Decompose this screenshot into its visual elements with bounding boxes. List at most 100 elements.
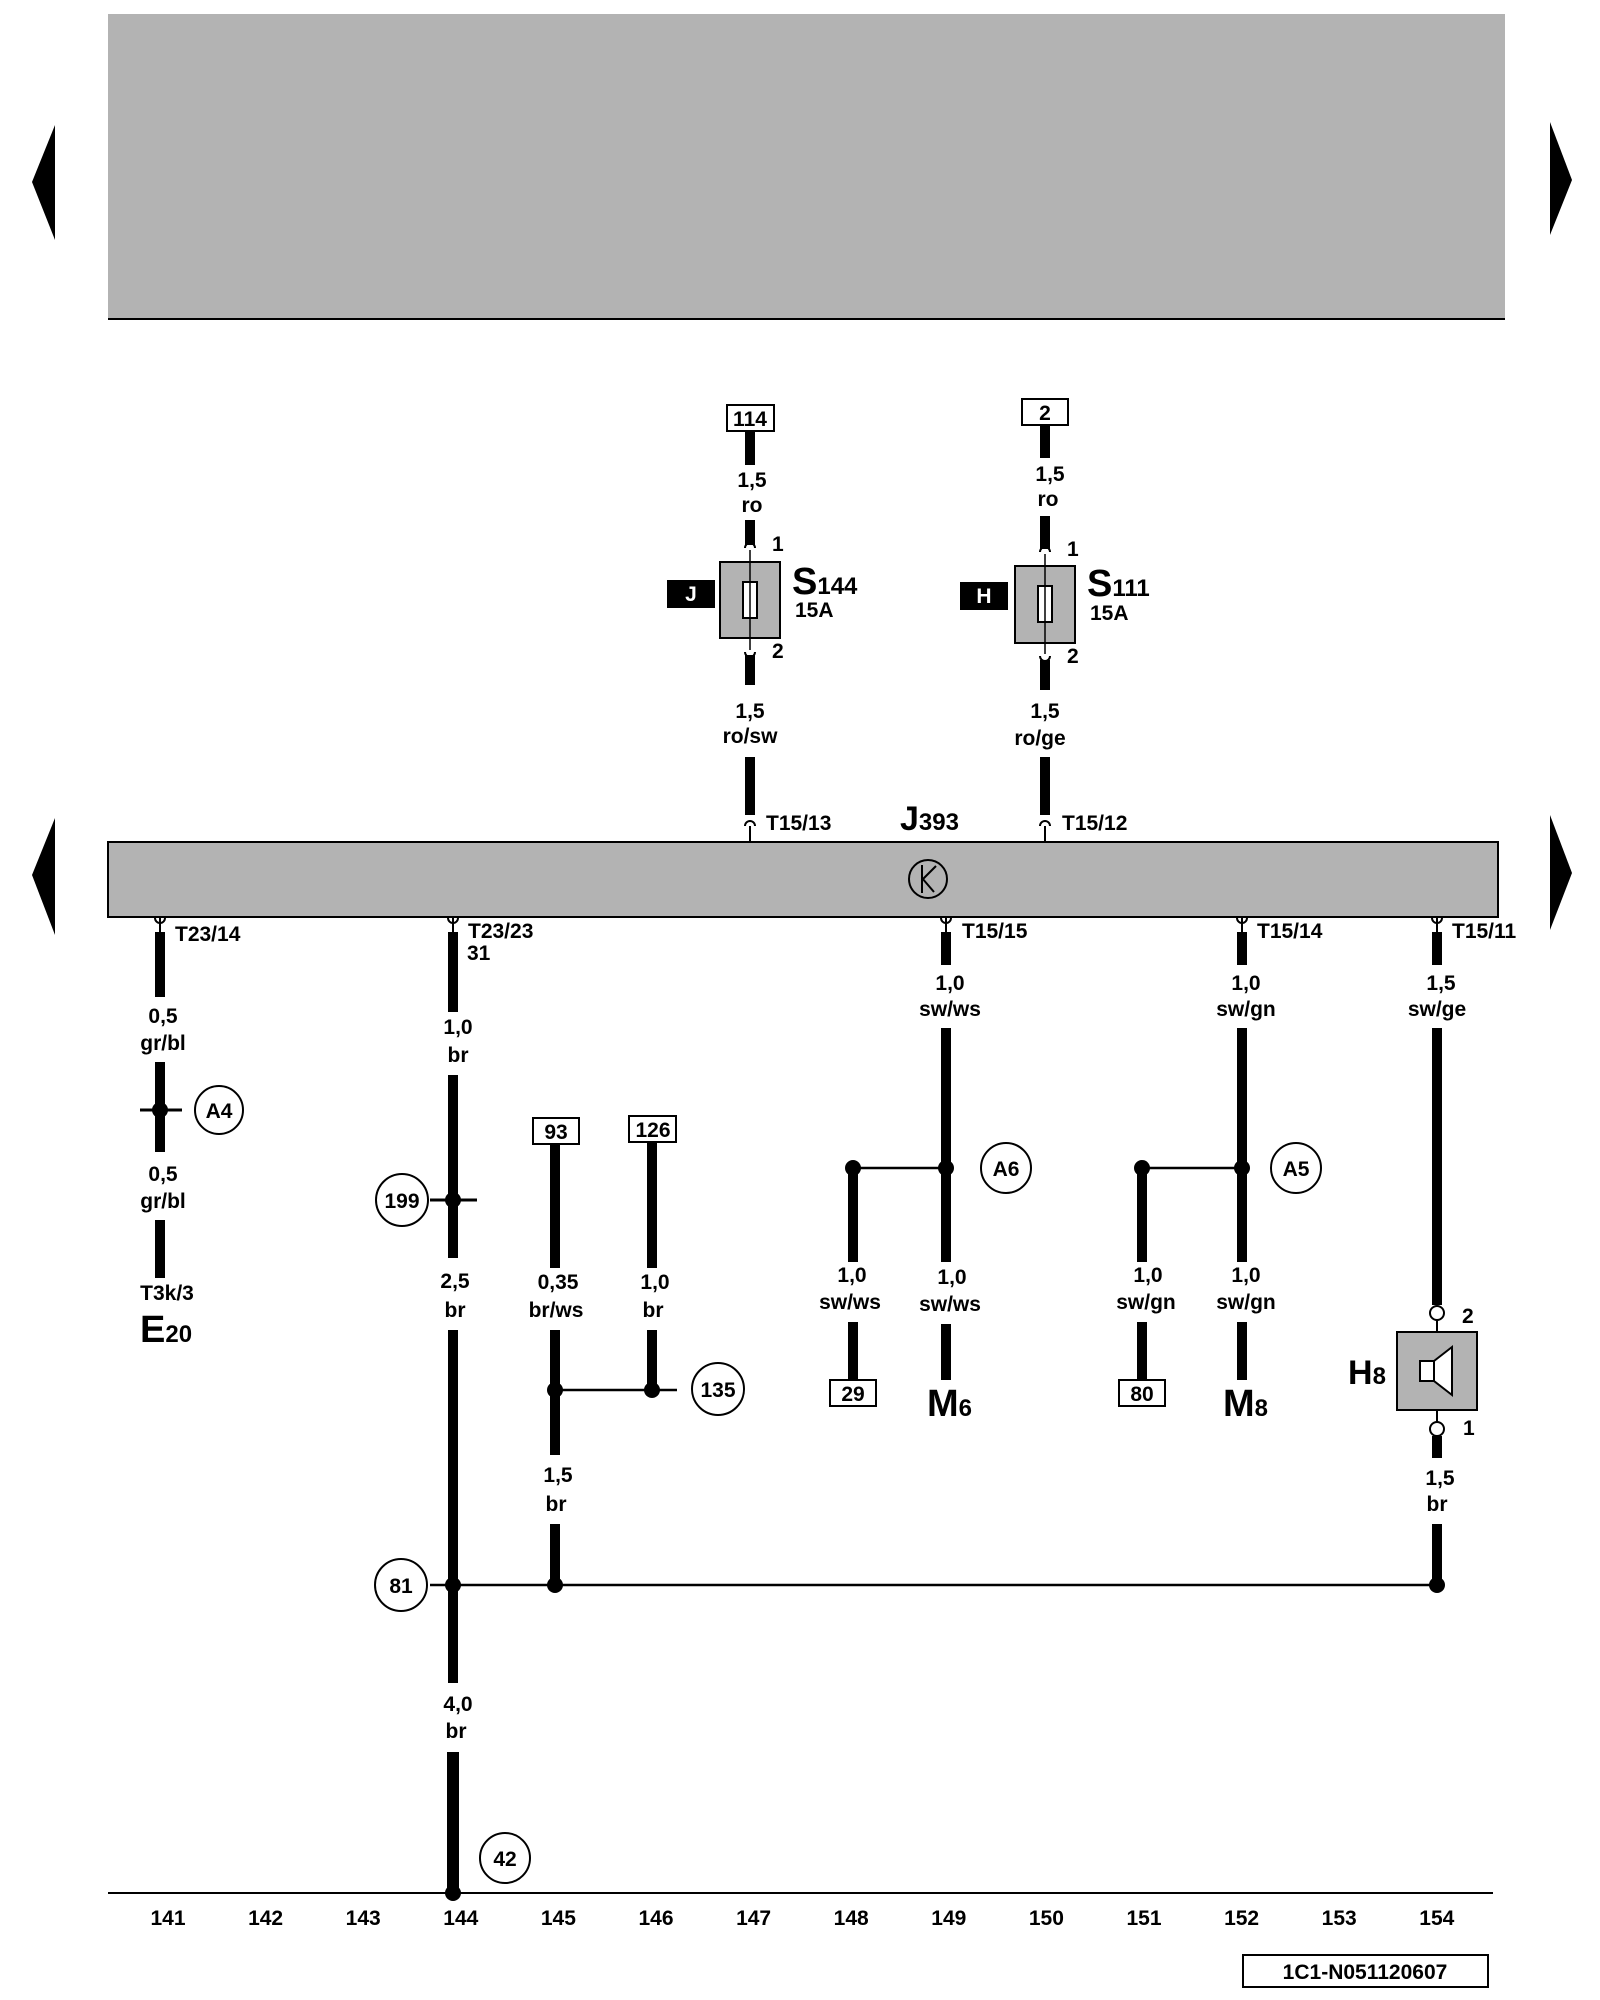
pin-label: 2 [1067,645,1079,668]
wire-size: 2,5 [440,1270,470,1293]
ref-box [1021,398,1069,426]
wire-size: 1,5 [737,469,767,492]
pin-label: 1 [1463,1417,1475,1440]
wire-color: ro [742,494,763,517]
pin-label: 1 [1067,538,1079,561]
wire-size: 1,0 [1231,1264,1260,1287]
clock-icon [908,859,948,899]
triangle-right-icon[interactable] [1550,122,1572,235]
control-unit-name: J393 [900,800,959,838]
grid-number: 145 [541,1907,576,1930]
page-code-box [1242,1954,1489,1988]
circle-label: A4 [206,1100,233,1123]
circle-ref [375,1173,429,1227]
wire-color: br/ws [529,1299,584,1322]
grid-number: 147 [736,1907,771,1930]
fuse-rating: 15A [1090,602,1129,625]
grid-number: 143 [346,1907,381,1930]
terminal-open [1429,1421,1445,1437]
circle-ref [194,1085,244,1135]
junction-dot [1234,1160,1250,1176]
grid-number: 149 [931,1907,966,1930]
wire-size: 1,0 [937,1266,966,1289]
wire-size: 1,5 [543,1464,573,1487]
grid-number: 144 [443,1907,478,1930]
page-code: 1C1-N051120607 [1283,1961,1448,1984]
grid-number: 151 [1126,1907,1161,1930]
wire-size: 1,0 [1133,1264,1162,1287]
pin-label: 1 [772,533,784,556]
wire-size: 0,5 [148,1005,178,1028]
wire-size: 4,0 [443,1693,472,1716]
component-name: E20 [140,1309,192,1351]
connector-label: T15/12 [1062,812,1127,835]
wire-color: sw/ws [819,1291,881,1314]
fuse-holder-label: J [685,583,697,606]
fuse-holder-label: H [976,585,991,608]
wire-color: br [445,1299,466,1322]
triangle-right-icon[interactable] [1550,815,1572,930]
wire-size: 1,0 [935,972,964,995]
wire-color: gr/bl [140,1032,186,1055]
fuse-holder-badge [960,582,1008,610]
wire-color: sw/gn [1116,1291,1176,1314]
wire-color: sw/gn [1216,1291,1276,1314]
triangle-left-icon[interactable] [32,125,55,240]
circle-label: A5 [1283,1158,1310,1181]
wire-size: 1,5 [1426,972,1456,995]
circle-ref [691,1362,745,1416]
circle-ref [980,1142,1032,1194]
connector-pin [1039,546,1051,553]
wire-color: sw/gn [1216,998,1276,1021]
circle-label: 135 [700,1379,735,1402]
wire-color: sw/ws [919,998,981,1021]
wire-size: 0,35 [538,1271,579,1294]
junction-dot [644,1382,660,1398]
horn-icon [1419,1344,1453,1398]
wire-color: br [643,1299,664,1322]
connector-label: T3k/3 [140,1282,194,1305]
ref-label: 2 [1039,402,1051,425]
control-unit-bar [107,841,1499,918]
connector-pin [744,542,756,549]
grid-number: 152 [1224,1907,1259,1930]
circle-label: 199 [384,1190,419,1213]
circle-label: A6 [993,1158,1020,1181]
connector-pin [1039,820,1051,827]
wire-size: 1,0 [1231,972,1260,995]
connector-label: T15/14 [1257,920,1323,943]
wire-color: br [546,1493,567,1516]
fuse-rating: 15A [795,599,834,622]
wire-size: 1,0 [443,1016,472,1039]
connector-extra: 31 [467,942,491,965]
wire-size: 1,5 [1035,463,1065,486]
junction-dot [938,1160,954,1176]
ref-box [829,1379,877,1407]
grid-number: 142 [248,1907,283,1930]
circle-ref [374,1558,428,1612]
component-name: M6 [927,1383,972,1425]
connector-label: T15/13 [766,812,831,835]
ref-label: 126 [635,1119,670,1142]
connector-label: T23/14 [175,923,241,946]
connector-pin [744,820,756,827]
fuse-name: S144 [792,561,858,603]
pin-label: 2 [1462,1305,1474,1328]
triangle-left-icon[interactable] [32,818,55,935]
connector-label: T23/23 [468,920,533,943]
grid-number: 154 [1419,1907,1454,1930]
ref-label: 29 [841,1383,864,1406]
wire-size: 0,5 [148,1163,178,1186]
wire-color: ro/ge [1014,727,1065,750]
component-name: M8 [1223,1383,1268,1425]
grid-number: 150 [1029,1907,1064,1930]
wire-size: 1,0 [640,1271,669,1294]
wire-color: br [448,1044,469,1067]
wire-color: ro/sw [723,725,779,748]
wire-color: gr/bl [140,1190,186,1213]
grid-number: 153 [1322,1907,1357,1930]
wire-size: 1,0 [837,1264,866,1287]
ref-label: 114 [733,408,767,431]
